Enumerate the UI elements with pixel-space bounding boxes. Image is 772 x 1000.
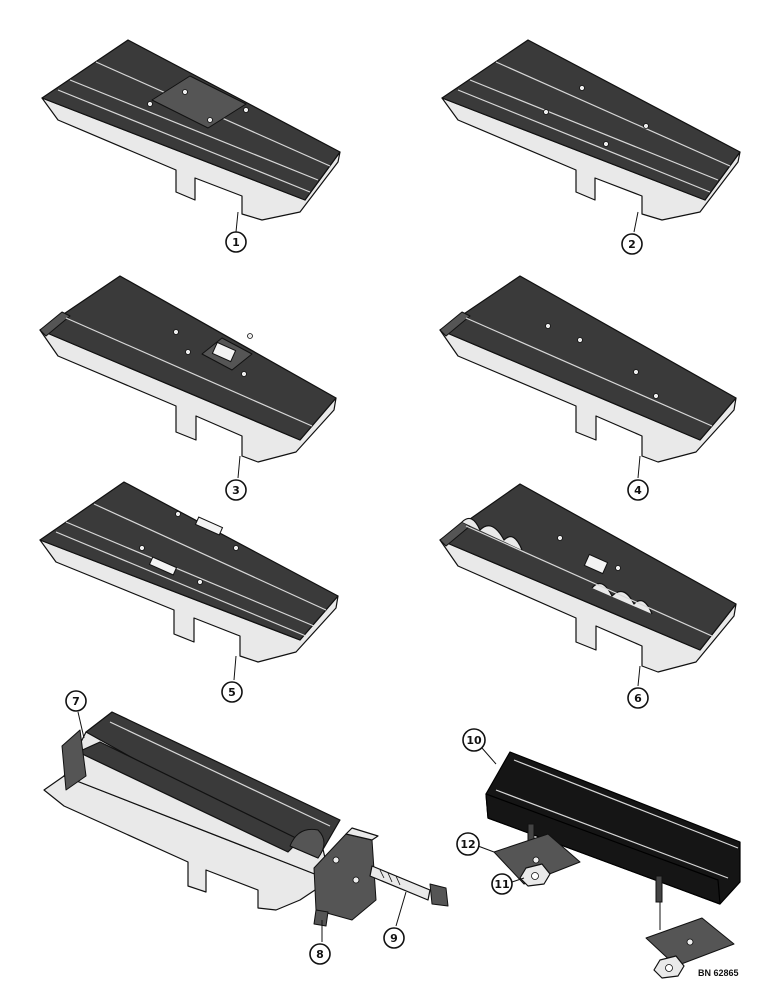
svg-text:11: 11 [494,878,509,891]
track-shoe-1 [41,39,341,221]
rubber-pad-10 [485,751,741,905]
svg-text:4: 4 [634,484,642,497]
reference-code: BN 62865 [698,968,739,978]
callout-6: 6 [627,687,649,709]
callout-12: 12 [456,832,480,856]
track-shoe-3 [39,275,337,463]
callout-9: 9 [383,927,405,949]
callout-1: 1 [225,231,247,253]
square-plate-lower [645,902,735,967]
svg-text:5: 5 [228,686,236,699]
svg-text:6: 6 [634,692,642,705]
callout-8: 8 [309,943,331,965]
track-shoe-2 [441,39,741,221]
bolt-9 [369,865,449,907]
svg-text:7: 7 [72,695,80,708]
svg-text:1: 1 [232,236,240,249]
square-plate-12 [493,833,581,885]
svg-text:10: 10 [466,734,482,747]
track-shoe-6 [439,483,737,673]
callout-4: 4 [627,479,649,501]
track-shoe-4 [439,275,737,463]
svg-text:3: 3 [232,484,240,497]
end-block-8 [313,827,379,927]
nut-11 [519,863,551,887]
nut-lower [653,955,685,979]
callout-5: 5 [221,681,243,703]
callout-10: 10 [462,728,486,752]
callout-7: 7 [65,690,87,712]
callout-3: 3 [225,479,247,501]
track-shoe-5 [39,481,339,663]
svg-text:12: 12 [460,838,475,851]
rubber-grouser-shoe-7 [43,711,341,911]
callout-2: 2 [621,233,643,255]
svg-text:2: 2 [628,238,636,251]
callout-11: 11 [491,873,513,895]
svg-text:8: 8 [316,948,324,961]
svg-text:9: 9 [390,932,398,945]
